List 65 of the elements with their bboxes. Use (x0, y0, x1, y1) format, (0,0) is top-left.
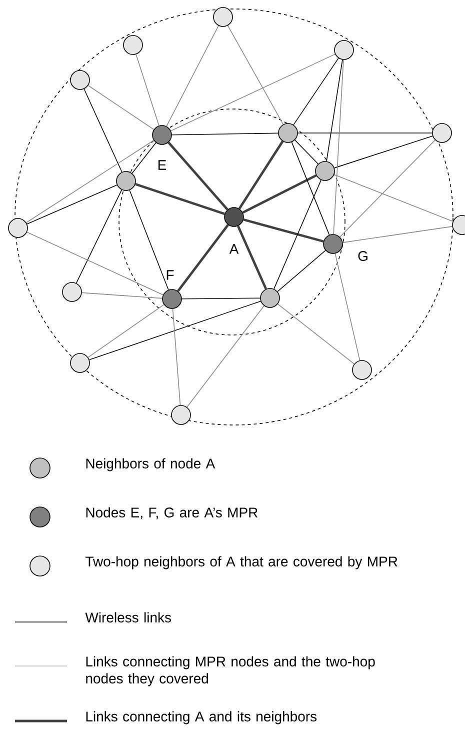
link-line (26, 232, 164, 296)
node-label: E (156, 159, 168, 171)
link-line (242, 174, 317, 214)
network-node (116, 171, 136, 191)
link-line (88, 85, 154, 130)
link-line (135, 182, 225, 215)
link-line (333, 59, 344, 235)
network-node (213, 7, 233, 27)
legend-text: Links connecting A and its neighbors (86, 711, 317, 724)
network-node (334, 40, 354, 60)
legend-text: Two-hop neighbors of A that are covered by MPR (86, 556, 398, 570)
link-line (243, 218, 324, 243)
network-node (62, 282, 82, 302)
network-node (315, 161, 335, 181)
link-line (84, 88, 122, 172)
network-node (452, 215, 465, 235)
link-line (277, 304, 355, 364)
link-line (172, 308, 181, 406)
link-line (129, 190, 169, 290)
network-node (70, 70, 90, 90)
network-node (352, 360, 372, 380)
link-line (298, 132, 432, 134)
link-line (177, 224, 229, 292)
network-node (171, 405, 191, 425)
link-line (277, 250, 326, 292)
link-line (172, 132, 278, 136)
link-line (170, 54, 336, 132)
legend-text: Wireless links (85, 612, 172, 622)
legend-text: Neighbors of node A (86, 458, 216, 472)
network-node (278, 123, 298, 143)
link-line (81, 292, 163, 299)
link-line (236, 226, 268, 290)
link-line (166, 25, 219, 127)
node-label: F (164, 269, 176, 281)
link-line (291, 142, 330, 236)
link-line (294, 140, 318, 164)
link-line (340, 140, 436, 238)
network-node (70, 353, 90, 373)
link-line (238, 140, 284, 210)
link-line (88, 300, 262, 360)
link-line (326, 59, 343, 162)
link-line (334, 136, 433, 168)
node-label: A (228, 243, 240, 255)
link-line (274, 180, 322, 290)
link-line (168, 142, 228, 210)
network-node (123, 35, 143, 55)
node-label: G (356, 250, 370, 262)
link-line (186, 305, 264, 408)
link-line (26, 184, 118, 224)
link-line (334, 253, 360, 361)
link-line (26, 140, 154, 224)
network-node (432, 123, 452, 143)
link-line (342, 226, 453, 243)
link-line (132, 142, 156, 174)
link-line (227, 25, 284, 125)
link-line (88, 304, 164, 358)
link-line (293, 58, 339, 126)
network-node (260, 288, 280, 308)
network-node (8, 218, 28, 238)
legend-text: Nodes E, F, G are A’s MPR (86, 507, 258, 520)
link-line (334, 174, 454, 222)
link-line (136, 54, 160, 126)
legend-text: Links connecting MPR nodes and the two-hop nodes they covered (86, 656, 375, 686)
link-line (182, 298, 260, 300)
link-line (76, 190, 122, 284)
